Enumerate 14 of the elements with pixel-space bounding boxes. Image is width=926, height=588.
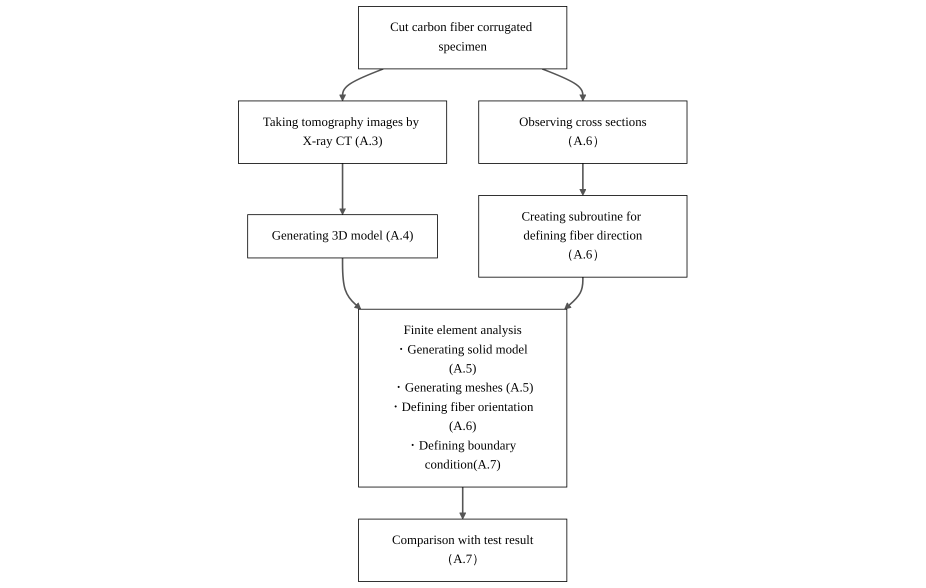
- node-box: Cut carbon fiber corrugated specimen: [358, 6, 568, 70]
- node-box: Comparison with test result（A.7）: [358, 518, 568, 582]
- node-box: Observing cross sections（A.6）: [478, 100, 688, 164]
- arrow: [342, 258, 362, 310]
- arrow: [339, 163, 346, 215]
- arrow: [564, 277, 584, 310]
- node-box: Creating subroutine for defining fiber direction（A.6）: [478, 195, 688, 278]
- node-box: Finite element analysis ・Generating solid model (A.5) ・Generating meshes (A.5) ・Defining fiber orientation (A.6) ・Defining boundary condition(A.7): [358, 308, 568, 488]
- arrow: [542, 68, 587, 102]
- node-box: Taking tomography images by X-ray CT (A.3): [238, 100, 448, 164]
- arrow: [459, 487, 467, 520]
- arrow: [580, 163, 587, 196]
- node-box: Generating 3D model (A.4): [248, 214, 438, 258]
- arrow: [339, 68, 384, 102]
